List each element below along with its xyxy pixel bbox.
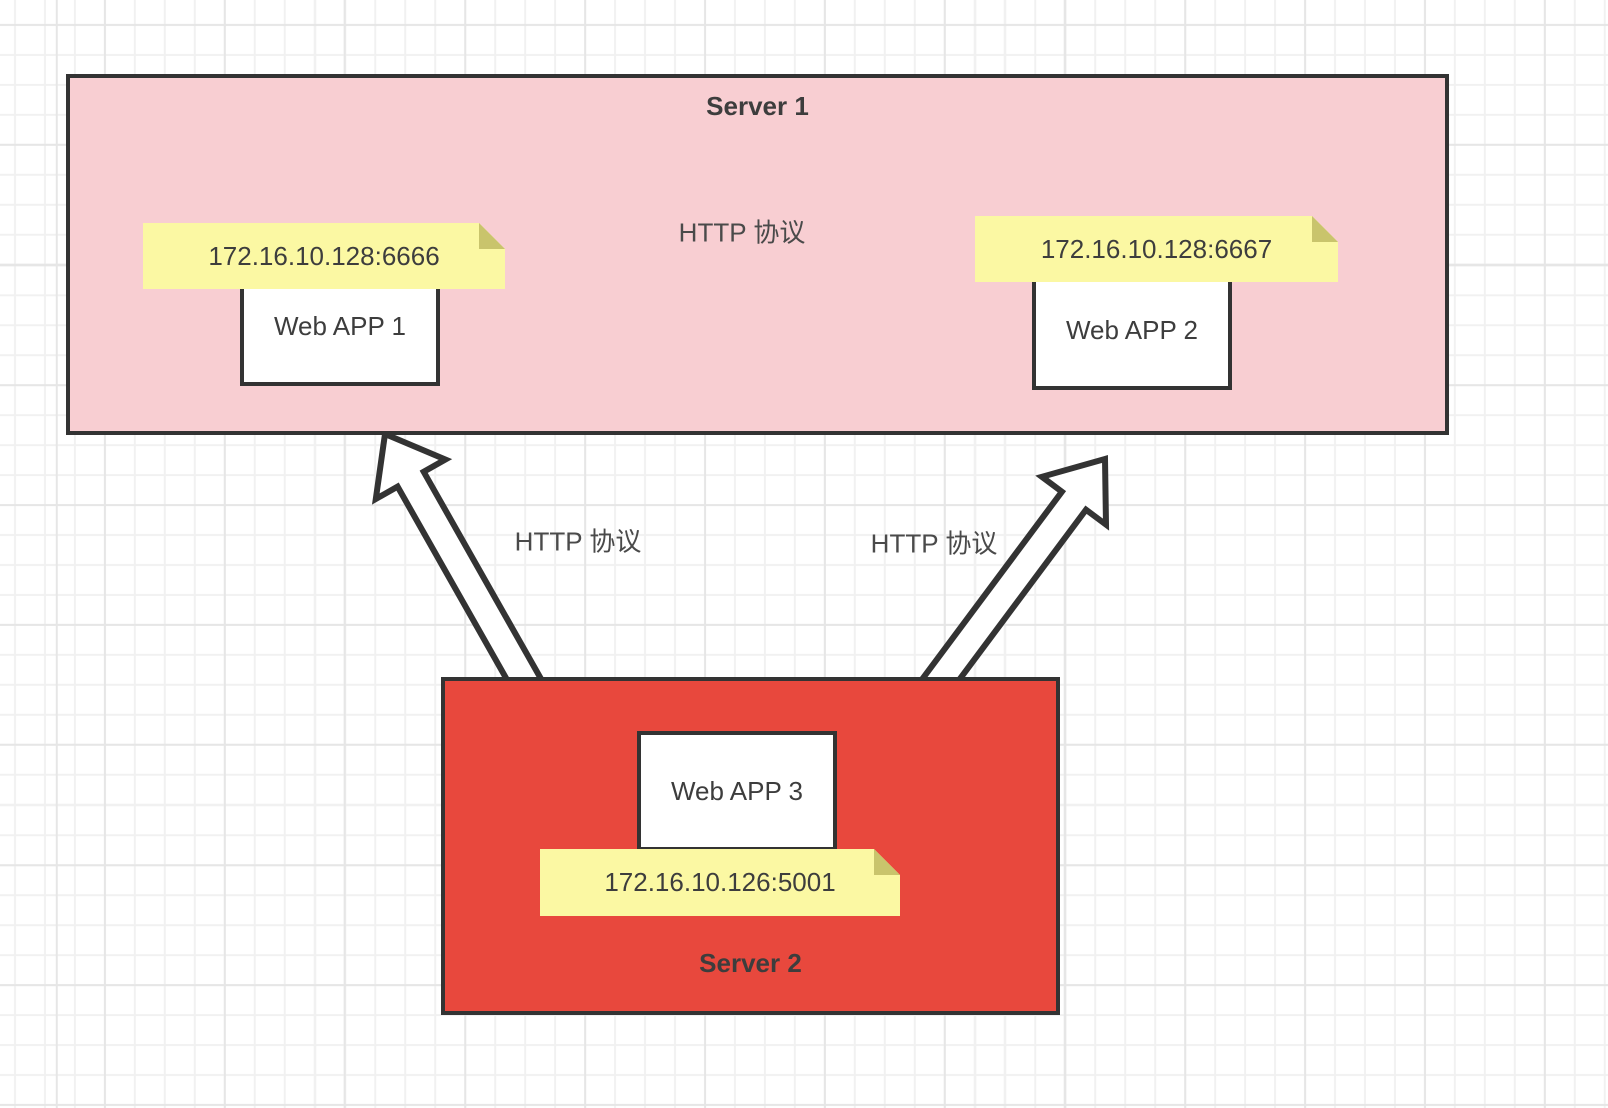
app-label: Web APP 2 bbox=[1065, 314, 1199, 345]
note-text: 172.16.10.128:6666 bbox=[208, 240, 440, 271]
sticky-note-app1-address[interactable]: 172.16.10.128:6666 bbox=[143, 223, 505, 289]
server2-title: Server 2 bbox=[699, 948, 802, 978]
sticky-note-app3-address[interactable]: 172.16.10.126:5001 bbox=[540, 849, 900, 916]
edge-label-http-top: HTTP 协议 bbox=[678, 217, 806, 248]
server1-title: Server 1 bbox=[706, 91, 809, 121]
edge-label-http-right: HTTP 协议 bbox=[870, 528, 998, 559]
app-box-web-app-3[interactable]: Web APP 3 bbox=[637, 731, 837, 851]
edge-label-http-left: HTTP 协议 bbox=[514, 526, 642, 557]
sticky-note-app2-address[interactable]: 172.16.10.128:6667 bbox=[975, 216, 1338, 282]
note-text: 172.16.10.126:5001 bbox=[604, 867, 836, 897]
app-label: Web APP 1 bbox=[273, 310, 407, 341]
app-box-web-app-2[interactable]: Web APP 2 bbox=[1032, 270, 1232, 390]
note-text: 172.16.10.128:6667 bbox=[1040, 233, 1273, 264]
app-label: Web APP 3 bbox=[670, 775, 804, 806]
